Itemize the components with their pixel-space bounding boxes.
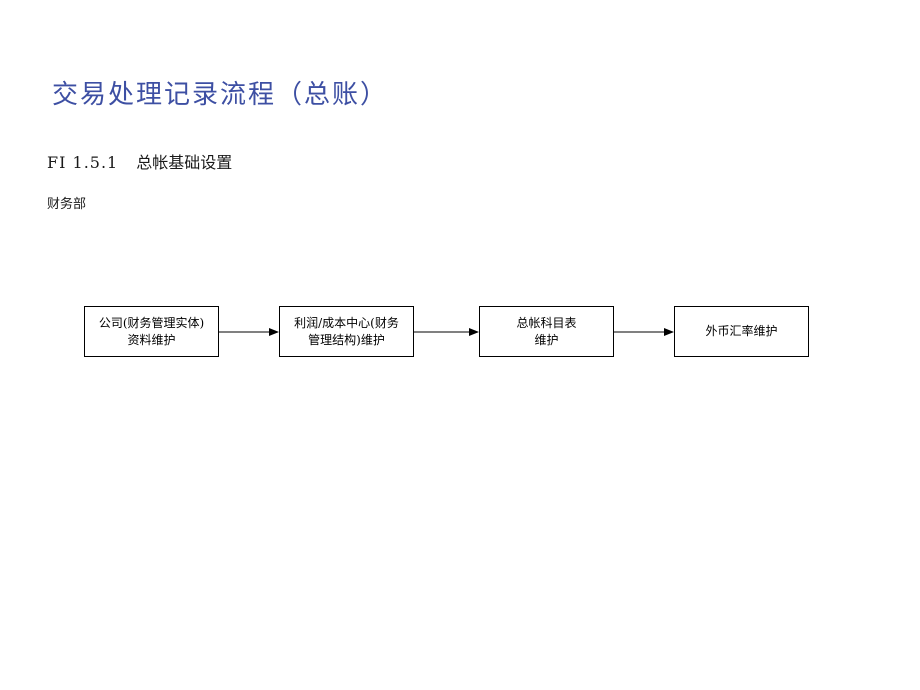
flow-step-chart-of-accounts: 总帐科目表 维护	[479, 306, 614, 357]
flow-step-profit-cost-center: 利润/成本中心(财务 管理结构)维护	[279, 306, 414, 357]
section-heading: FI 1.5.1 总帐基础设置	[47, 149, 232, 173]
flow-step-line: 管理结构)维护	[308, 332, 385, 347]
page-title: 交易处理记录流程（总账）	[52, 80, 389, 110]
flow-step-line: 资料维护	[127, 332, 176, 347]
flow-step-line: 利润/成本中心(财务	[294, 315, 399, 330]
flow-step-line: 外币汇率维护	[705, 324, 778, 338]
department-label: 财务部	[47, 197, 87, 212]
flow-step-company-maintenance: 公司(财务管理实体) 资料维护	[84, 306, 219, 357]
flow-step-line: 维护	[534, 332, 559, 347]
flow-step-exchange-rate: 外币汇率维护	[674, 306, 809, 357]
flow-step-line: 总帐科目表	[516, 315, 577, 330]
flow-step-line: 公司(财务管理实体)	[98, 315, 205, 330]
section-title: 总帐基础设置	[136, 153, 233, 172]
section-code: FI 1.5.1	[47, 153, 119, 172]
